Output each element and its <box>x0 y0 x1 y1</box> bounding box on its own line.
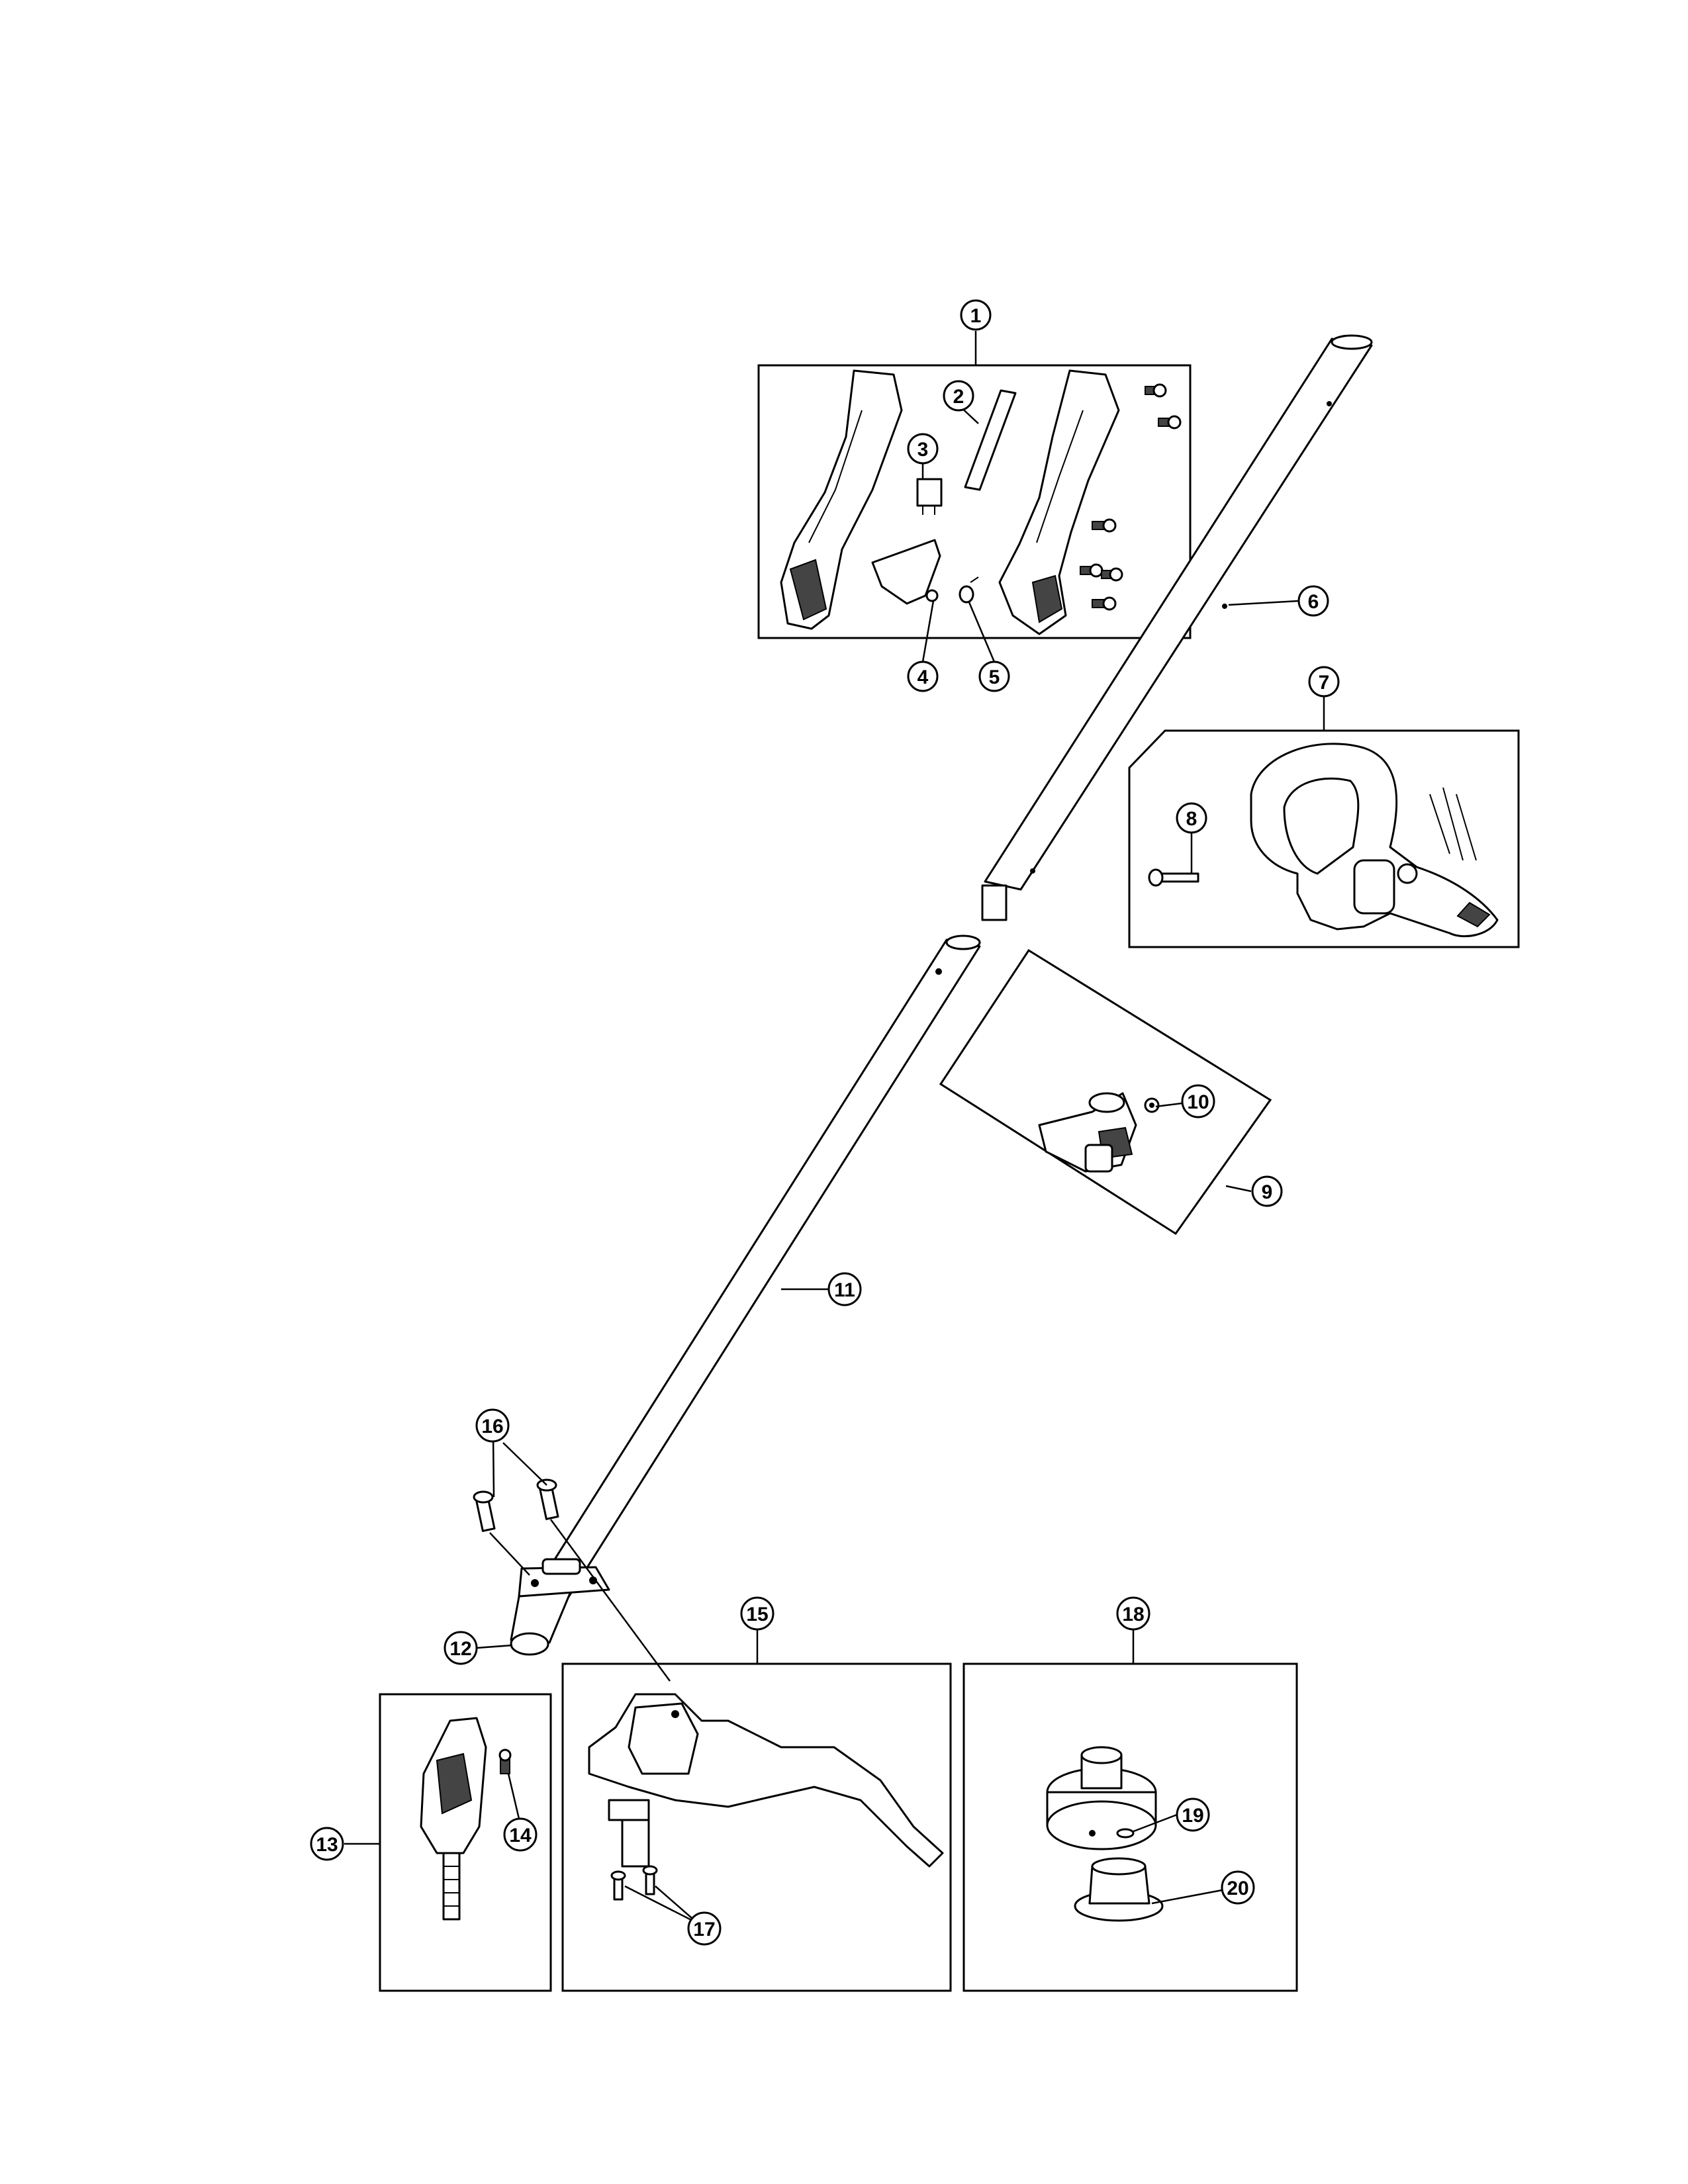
callout-16: 16 <box>475 1408 510 1443</box>
assist-handle-bolt <box>1148 868 1199 887</box>
svg-text:12: 12 <box>449 1638 471 1660</box>
callout-17: 17 <box>687 1911 722 1946</box>
leader-lines <box>344 331 1325 1905</box>
callout-1: 1 <box>960 299 992 331</box>
svg-text:2: 2 <box>953 386 964 408</box>
callout-8: 8 <box>1176 802 1207 834</box>
gearbox-screw <box>498 1749 512 1774</box>
coupler <box>1038 1092 1137 1173</box>
svg-text:15: 15 <box>746 1604 768 1625</box>
svg-text:11: 11 <box>834 1279 855 1301</box>
callout-10: 10 <box>1181 1084 1215 1118</box>
callout-19: 19 <box>1176 1797 1210 1832</box>
callout-9: 9 <box>1251 1175 1283 1207</box>
svg-text:6: 6 <box>1308 591 1319 613</box>
trigger <box>871 539 941 605</box>
upper-shaft <box>981 334 1373 921</box>
guard-screws <box>610 1865 698 1925</box>
svg-text:20: 20 <box>1227 1878 1248 1899</box>
box-trimmer-head <box>962 1662 1298 1992</box>
svg-text:19: 19 <box>1182 1805 1203 1827</box>
switch-bar <box>964 389 1017 491</box>
gearbox <box>420 1717 487 1921</box>
handle-left-half <box>780 369 903 630</box>
callout-12: 12 <box>444 1631 478 1665</box>
svg-text:4: 4 <box>917 666 929 688</box>
box-gearbox <box>379 1693 552 1992</box>
box-handle-housing <box>757 364 1192 639</box>
switch <box>916 478 943 515</box>
coupler-knob <box>1144 1097 1160 1113</box>
svg-text:9: 9 <box>1262 1181 1273 1203</box>
lower-shaft <box>522 934 981 1620</box>
svg-text:10: 10 <box>1187 1091 1209 1113</box>
callout-7: 7 <box>1308 666 1340 698</box>
callout-15: 15 <box>740 1596 774 1631</box>
callout-18: 18 <box>1116 1596 1150 1631</box>
callout-2: 2 <box>943 380 974 412</box>
spool-retainer <box>1116 1828 1135 1839</box>
callout-14: 14 <box>503 1817 538 1852</box>
grass-guard <box>588 1693 944 1868</box>
housing-screws <box>1080 383 1182 611</box>
svg-text:7: 7 <box>1319 672 1330 694</box>
assist-handle <box>1250 743 1499 938</box>
svg-text:13: 13 <box>316 1834 338 1856</box>
handle-right-half <box>998 369 1120 635</box>
spool-cap <box>1074 1857 1164 1922</box>
svg-text:18: 18 <box>1122 1604 1144 1625</box>
callout-5: 5 <box>978 660 1010 692</box>
svg-text:17: 17 <box>693 1919 715 1940</box>
shaft-clamp <box>510 1558 610 1656</box>
box-assist-handle <box>1128 729 1520 948</box>
callout-13: 13 <box>310 1827 344 1861</box>
svg-text:1: 1 <box>970 305 982 327</box>
svg-text:16: 16 <box>481 1416 503 1437</box>
svg-text:14: 14 <box>509 1825 532 1846</box>
callout-20: 20 <box>1221 1870 1255 1905</box>
svg-text:5: 5 <box>989 666 1000 688</box>
trigger-spring <box>959 576 979 604</box>
svg-text:8: 8 <box>1186 808 1197 830</box>
callout-4: 4 <box>907 660 939 692</box>
callout-6: 6 <box>1297 585 1329 617</box>
callout-11: 11 <box>827 1272 862 1306</box>
box-coupler <box>939 948 1272 1236</box>
svg-text:3: 3 <box>917 439 929 461</box>
trimmer-head <box>1046 1746 1157 1850</box>
callout-3: 3 <box>907 433 939 465</box>
